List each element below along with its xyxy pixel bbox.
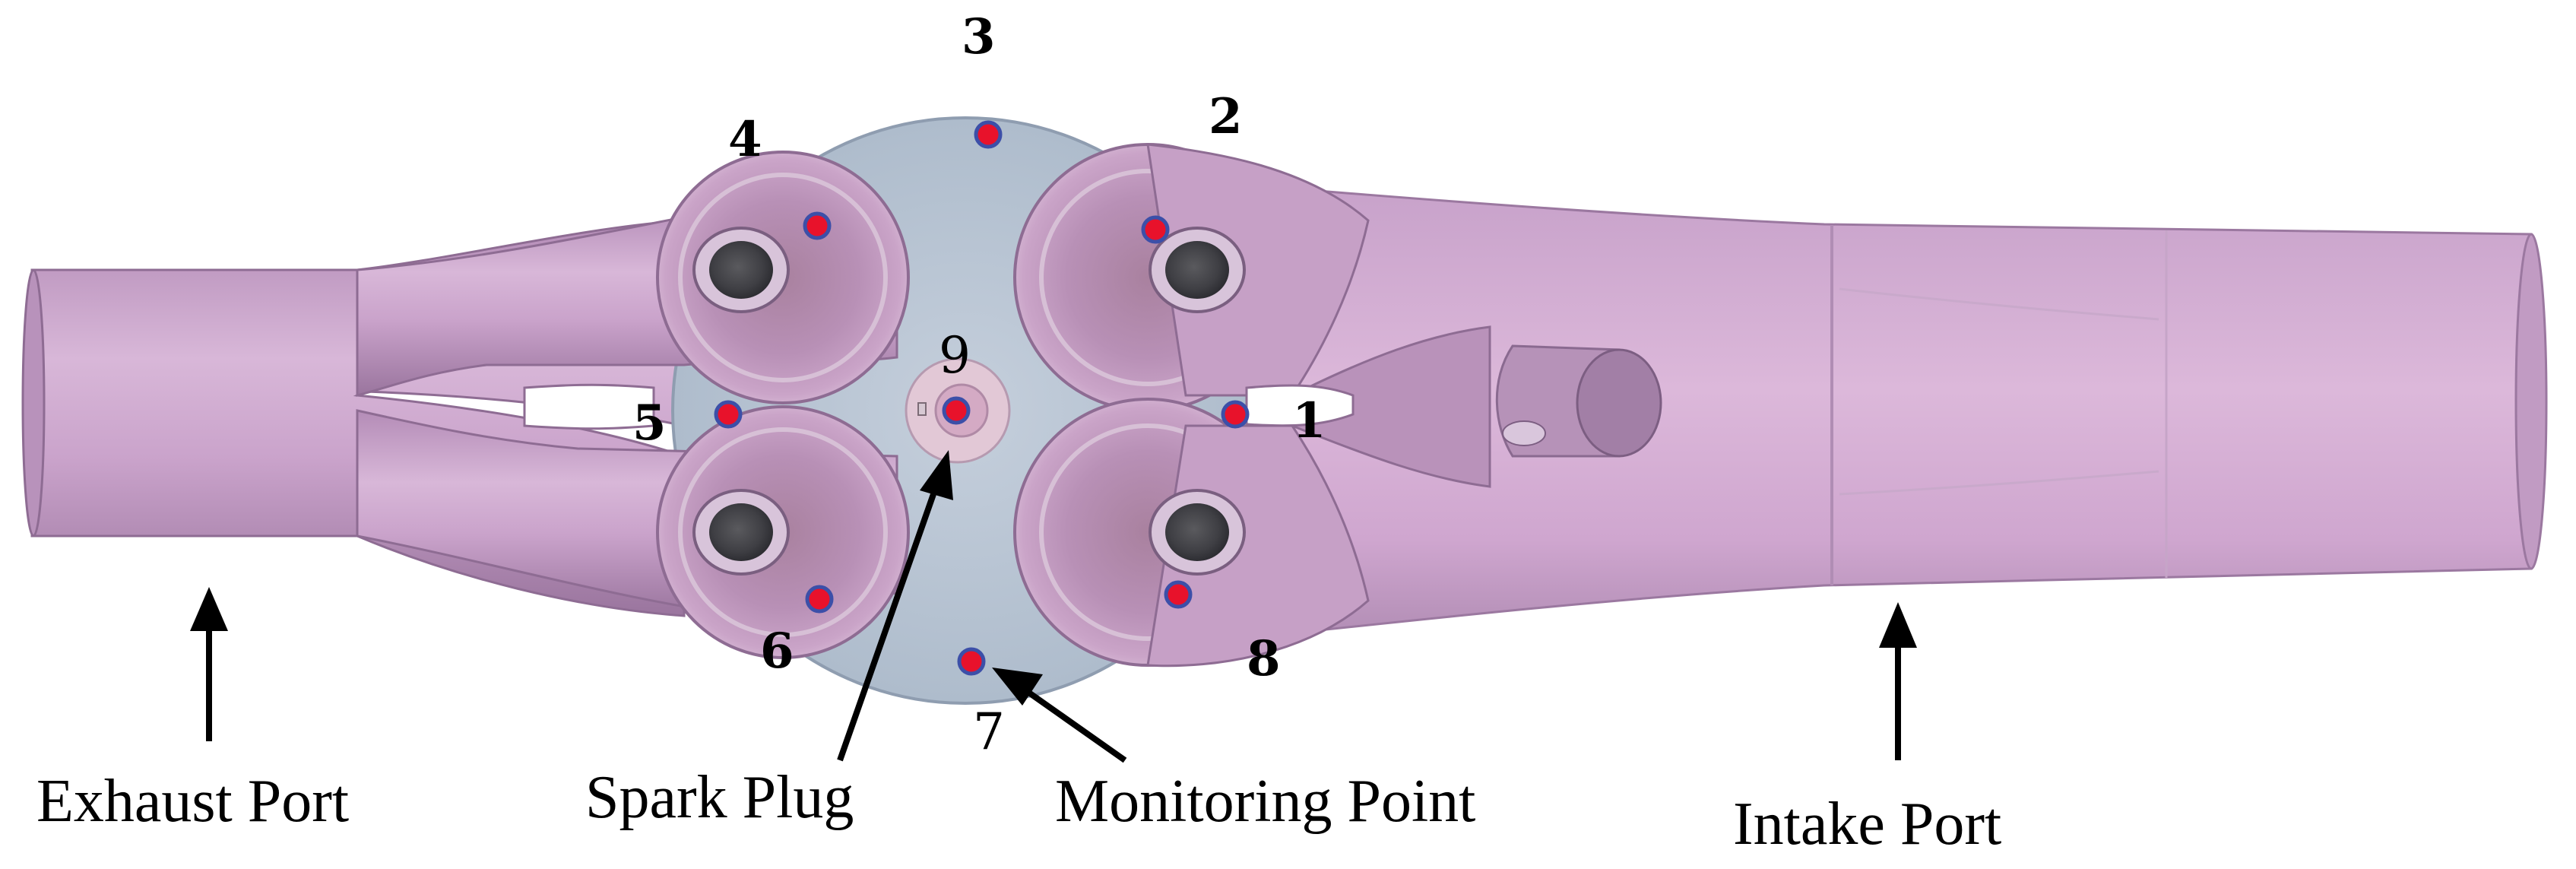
exhaust-valve-lower — [692, 489, 790, 576]
point-label-3: 3 — [962, 8, 996, 65]
monitoring-point-5 — [714, 400, 743, 429]
point-label-5: 5 — [632, 395, 667, 452]
point-label-9: 9 — [939, 326, 971, 385]
intake-valve-upper — [1149, 227, 1246, 313]
exhaust-runner-upper — [356, 151, 910, 404]
intake-split-gap — [1245, 384, 1355, 427]
monitoring-point-8 — [1164, 580, 1193, 609]
point-label-2: 2 — [1209, 88, 1243, 145]
monitoring-point-6 — [805, 585, 834, 614]
exhaust-port-label: Exhaust Port — [36, 768, 349, 835]
exhaust-split-gap — [523, 383, 655, 430]
spark-plug-arrow — [837, 450, 953, 762]
point-label-8: 8 — [1247, 630, 1281, 687]
intake-split-wedge — [1291, 325, 1491, 488]
intake-runner-upper — [1013, 143, 1370, 412]
intake-port-label: Intake Port — [1733, 791, 2001, 858]
point-label-7: 7 — [973, 702, 1005, 761]
monitoring-point-2 — [1141, 215, 1170, 244]
intake-port-pipe — [987, 162, 2548, 667]
exhaust-valve-upper — [692, 227, 790, 313]
point-label-6: 6 — [760, 623, 794, 680]
point-label-4: 4 — [728, 111, 762, 168]
intake-port-arrow — [1879, 602, 1917, 760]
monitoring-point-4 — [803, 211, 832, 240]
monitoring-point-label: Monitoring Point — [1055, 768, 1475, 835]
point-label-1: 1 — [1292, 392, 1326, 449]
intake-runner-lower — [1013, 398, 1370, 668]
monitoring-point-1 — [1221, 400, 1250, 429]
spark-plug-label: Spark Plug — [585, 764, 854, 831]
intake-valve-lower — [1149, 489, 1246, 576]
monitoring-point-3 — [974, 120, 1003, 149]
monitoring-point-markers — [714, 120, 1250, 676]
monitoring-point-arrow — [992, 668, 1127, 763]
exhaust-port-arrow — [190, 587, 228, 741]
monitoring-point-9 — [942, 396, 971, 425]
monitoring-point-7 — [957, 647, 986, 676]
